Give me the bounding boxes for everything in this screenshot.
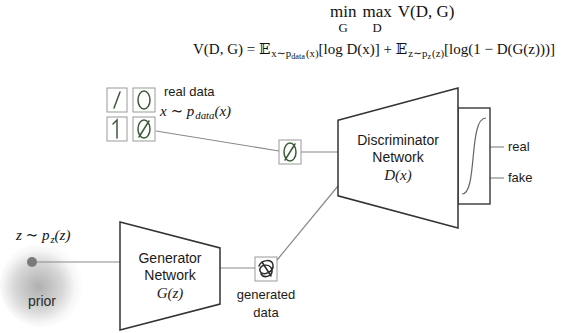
handwritten-digit — [114, 92, 120, 108]
handwritten-digit — [139, 121, 149, 137]
network-symbol: G(z) — [133, 284, 207, 302]
sample-frame — [255, 257, 277, 281]
formula-operator: min — [330, 2, 356, 22]
generated-scribble — [259, 261, 273, 277]
prior-distribution: prior — [0, 243, 84, 327]
prior-dot — [27, 257, 37, 267]
formula-subscript: G — [339, 22, 348, 35]
sigmoid-box — [458, 108, 490, 204]
digit-frame — [107, 117, 127, 141]
label-holder: Discriminator NetworkD(x) — [352, 132, 444, 184]
output-line — [490, 146, 504, 147]
flow-line — [220, 267, 255, 268]
formula-subscript: (z) — [432, 47, 444, 59]
node-label: prior — [0, 293, 84, 309]
value-formula: V(D, G) = 𝔼x∼pdata(x)[log D(x)] + 𝔼z∼pz(… — [193, 40, 555, 58]
network-symbol: D(x) — [352, 166, 444, 184]
formula-subscript: z — [427, 52, 431, 61]
formula-subscript: data — [291, 52, 305, 61]
formula-term: [log D(x)] + 𝔼 — [319, 40, 408, 58]
label-holder: Generator NetworkG(z) — [133, 250, 207, 302]
output-label: fake — [508, 170, 533, 185]
handwritten-digit — [284, 143, 296, 161]
data-caption: generated data — [237, 287, 296, 320]
output-group: real — [508, 139, 530, 154]
distribution-term: (x) — [214, 103, 231, 120]
formula-subscript: z∼p — [408, 47, 427, 60]
sample-frame — [279, 140, 301, 164]
flow-line — [37, 261, 84, 262]
operator-stack: minG — [330, 2, 356, 35]
distribution-term: (z) — [55, 227, 71, 244]
formula-operator: max — [362, 2, 391, 22]
output-label: real — [508, 139, 530, 154]
handwritten-digit — [138, 120, 150, 138]
objective-formula: minG maxD V(D, G) — [330, 2, 454, 35]
formula-subscript: D — [372, 22, 381, 35]
distribution-term: x ∼ p — [160, 102, 194, 120]
operator-stack: maxD — [362, 2, 391, 35]
connector — [84, 261, 120, 262]
flow-line — [301, 151, 338, 152]
flow-line — [156, 131, 279, 151]
digit-frame — [133, 88, 155, 112]
distribution-subscript: data — [195, 109, 214, 121]
network-name: Discriminator Network — [352, 132, 444, 166]
formula-subscript: x∼p — [271, 47, 291, 60]
digit-frame — [107, 88, 127, 112]
distribution-label: x ∼ pdata(x) — [160, 102, 231, 120]
distribution-label: z ∼ pz(z) — [16, 226, 70, 244]
caption-group: real data — [164, 84, 215, 99]
generator-network: Generator NetworkG(z) — [120, 222, 220, 330]
prior-dot-layer — [0, 243, 84, 327]
handwritten-digit — [138, 91, 150, 109]
data-caption: real data — [164, 84, 215, 99]
label-holder: prior — [0, 293, 84, 309]
distribution-term: z ∼ p — [16, 226, 49, 244]
formula-subscript: (x) — [306, 47, 319, 59]
discriminator-network: Discriminator NetworkD(x) — [338, 88, 458, 228]
digit-frame — [133, 117, 155, 141]
flow-line — [277, 186, 338, 260]
trapezoid-shape — [338, 88, 458, 228]
handwritten-digit — [285, 144, 295, 160]
output-line — [490, 177, 504, 178]
formula-term: V(D, G) — [398, 2, 455, 22]
caption-group: generated data — [228, 285, 304, 322]
formula-term: [log(1 − D(G(z)))] — [444, 41, 555, 58]
network-name: Generator Network — [133, 250, 207, 284]
formula-term: V(D, G) = 𝔼 — [193, 40, 270, 58]
output-group: fake — [508, 170, 533, 185]
sigmoid-curve — [462, 118, 486, 194]
trapezoid-shape — [120, 222, 220, 330]
handwritten-digit — [113, 120, 117, 138]
